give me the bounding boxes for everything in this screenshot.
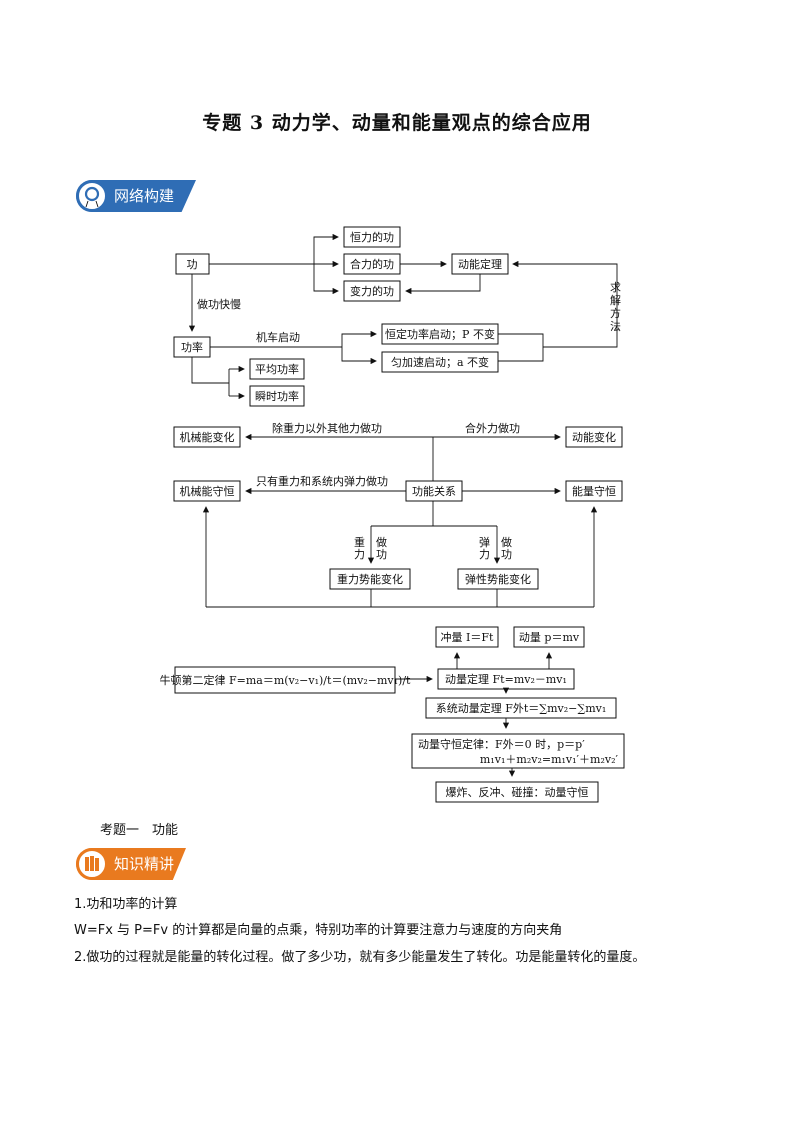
box-nengliangshouheng	[565, 480, 623, 502]
text-jicheqidong: 机车启动	[256, 330, 300, 344]
text-baozha: 爆炸、反冲、碰撞：动量守恒	[446, 785, 589, 799]
text-shunshi: 瞬时功率	[255, 389, 299, 403]
box-shunshi	[249, 385, 305, 407]
text-dongnengdingli: 动能定理	[458, 257, 502, 271]
text-pingjun: 平均功率	[255, 362, 299, 376]
box-jixienengshouheng	[173, 480, 241, 502]
text-zhong: 重	[354, 535, 365, 549]
text-niudun: 牛顿第二定律 F=ma＝m(v₂−v₁)/t＝(mv₂−mv₁)/t	[160, 673, 412, 687]
box-pingjun	[249, 358, 305, 380]
text-shouheng2: m₁v₁＋m₂v₂=m₁v₁′＋m₂v₂′	[480, 753, 619, 766]
text-zuo1: 做	[376, 535, 387, 549]
paragraph-3: 2.做功的过程就是能量的转化过程。做了多少功，就有多少能量发生了转化。功是能量转…	[74, 950, 646, 965]
text-fa: 法	[610, 319, 621, 333]
box-tanxingshineng	[457, 568, 539, 590]
text-dongnengbianhua: 动能变化	[572, 430, 616, 444]
box-xitong	[425, 697, 617, 719]
box-yunjiasu	[381, 351, 499, 373]
text-nengliangshouheng: 能量守恒	[572, 484, 616, 498]
page-title: 专题 3 动力学、动量和能量观点的综合应用	[202, 112, 592, 134]
text-tanxingshineng: 弹性势能变化	[465, 572, 531, 586]
section-banner-knowledge: 知识精讲	[76, 848, 186, 880]
text-gonglv: 功率	[181, 340, 203, 354]
text-hewaili: 合外力做功	[465, 421, 520, 435]
box-shouheng	[411, 733, 625, 769]
text-shouheng1: 动量守恒定律：F外＝0 时，p＝p′	[418, 737, 585, 751]
box-zhonglishineng	[329, 568, 411, 590]
box-dongnengbianhua	[565, 426, 623, 448]
banner-label: 知识精讲	[114, 855, 175, 873]
text-gongnengguanxi: 功能关系	[412, 484, 456, 498]
text-zuo2: 做	[501, 535, 512, 549]
section-banner-network: 网络构建	[76, 180, 196, 212]
text-gong1: 功	[376, 548, 387, 561]
text-jixienengshouheng: 机械能守恒	[180, 484, 235, 498]
text-hengding: 恒定功率启动；P 不变	[385, 327, 495, 341]
box-henglidegong	[343, 226, 401, 248]
text-jixienengbianhua: 机械能变化	[180, 430, 235, 444]
text-chongliang: 冲量 I＝Ft	[441, 630, 494, 644]
text-bianlidegong: 变力的功	[350, 284, 394, 298]
box-chongliang	[435, 626, 499, 648]
text-gong2: 功	[501, 548, 512, 561]
text-henglidegong: 恒力的功	[350, 230, 394, 244]
text-yunjiasu: 匀加速启动；a 不变	[391, 355, 489, 369]
box-dongliang	[513, 626, 585, 648]
text-fang: 方	[610, 306, 621, 320]
banner-label: 网络构建	[114, 187, 175, 205]
box-jixienengbianhua	[173, 426, 241, 448]
box-baozha	[435, 781, 599, 803]
text-xitong: 系统动量定理 F外t＝∑mv₂−∑mv₁	[436, 701, 607, 715]
paragraph-2: W=Fx 与 P=Fv 的计算都是向量的点乘，特别功率的计算要注意力与速度的方向…	[74, 923, 563, 938]
text-helidegong: 合力的功	[350, 257, 394, 271]
books-icon	[76, 848, 108, 880]
knowledge-network-diagram: 功 恒力的功 合力的功 变力的功 动能定理 求 解 方 法 做功快慢 功率 机车…	[160, 226, 625, 803]
text-jie: 解	[610, 293, 621, 307]
text-gong: 功	[187, 258, 198, 271]
text-li: 力	[354, 548, 365, 561]
box-niudun	[174, 666, 396, 694]
text-qiu: 求	[610, 281, 621, 294]
magnifier-icon	[76, 180, 108, 212]
text-dongliang: 动量 p＝mv	[519, 631, 580, 644]
box-bianlidegong	[343, 280, 401, 302]
text-zhiyou: 只有重力和系统内弹力做功	[256, 474, 388, 488]
text-zuogongkuaiman: 做功快慢	[197, 297, 241, 311]
paragraph-1: 1.功和功率的计算	[74, 897, 178, 912]
text-dongliangdingli: 动量定理 Ft=mv₂－mv₁	[445, 672, 567, 686]
text-tan: 弹	[479, 535, 490, 549]
text-li2: 力	[479, 548, 490, 561]
section-heading: 考题一 功能	[100, 823, 179, 838]
text-chuzhongli: 除重力以外其他力做功	[272, 421, 382, 435]
text-zhonglishineng: 重力势能变化	[337, 572, 403, 586]
